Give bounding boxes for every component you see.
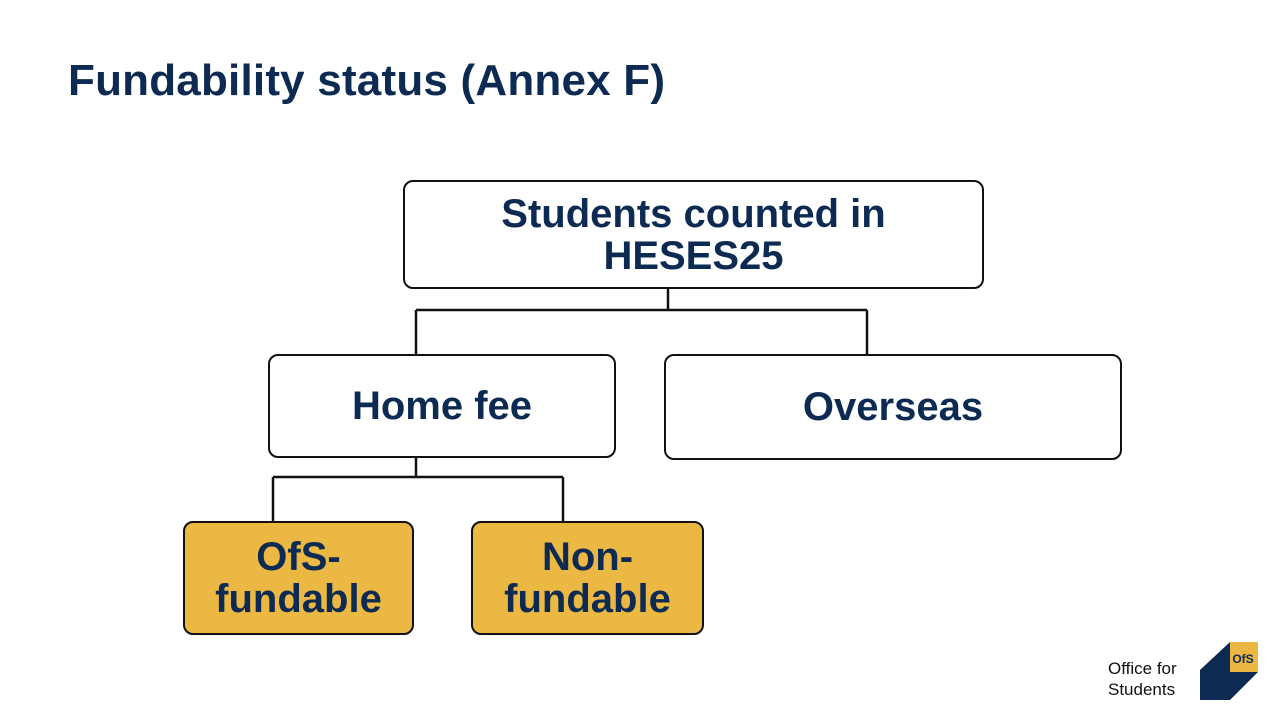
root-node-line2: HESES25 (603, 233, 784, 278)
root-node-line1: Students counted in (501, 191, 886, 236)
ofs-logo-mark-icon: OfS (1200, 642, 1258, 700)
ofs-logo: Office for Students OfS (1104, 640, 1264, 704)
overseas-label: Overseas (802, 385, 984, 429)
non-fundable-node: Non- fundable (471, 521, 704, 635)
logo-text: Office for Students (1108, 658, 1177, 700)
non-fundable-line2: fundable (504, 577, 671, 621)
ofs-fundable-line2: fundable (215, 577, 382, 621)
home-fee-node: Home fee (268, 354, 616, 458)
non-fundable-line1: Non- (541, 535, 634, 579)
logo-line1: Office for (1108, 659, 1177, 678)
overseas-node: Overseas (664, 354, 1122, 460)
root-node: Students counted in HESES25 (403, 180, 984, 289)
home-fee-label: Home fee (351, 384, 533, 428)
ofs-fundable-node: OfS- fundable (183, 521, 414, 635)
logo-mark-text: OfS (1232, 652, 1253, 666)
slide-title: Fundability status (Annex F) (68, 56, 666, 105)
logo-line2: Students (1108, 680, 1176, 699)
ofs-fundable-line1: OfS- (256, 535, 341, 579)
